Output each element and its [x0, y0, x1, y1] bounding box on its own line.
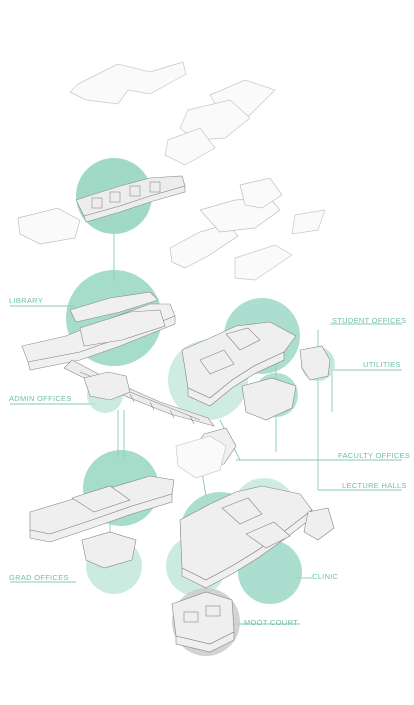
top-massing — [75, 175, 186, 223]
lecture-left-massing — [29, 475, 175, 569]
library-massing — [21, 291, 176, 371]
label-clinic: CLINIC — [312, 572, 339, 581]
admin-massing — [83, 371, 131, 401]
label-faculty-offices: FACULTY OFFICES — [338, 451, 411, 460]
level-outline-2 — [17, 177, 283, 269]
office-massing — [181, 321, 331, 467]
label-utilities: UTILITIES — [363, 360, 401, 369]
moot-court-massing — [171, 591, 235, 653]
roof-outlines — [69, 61, 326, 281]
ground-outline — [175, 435, 227, 479]
lecture-right-massing — [179, 485, 335, 589]
label-grad-offices: GRAD OFFICES — [9, 573, 69, 582]
label-student-offices: STUDENT OFFICES — [332, 316, 407, 325]
label-moot-court: MOOT COURT — [244, 618, 298, 627]
label-admin-offices: ADMIN OFFICES — [9, 394, 72, 403]
label-lecture-halls: LECTURE HALLS — [342, 481, 407, 490]
label-library: LIBRARY — [9, 296, 44, 305]
